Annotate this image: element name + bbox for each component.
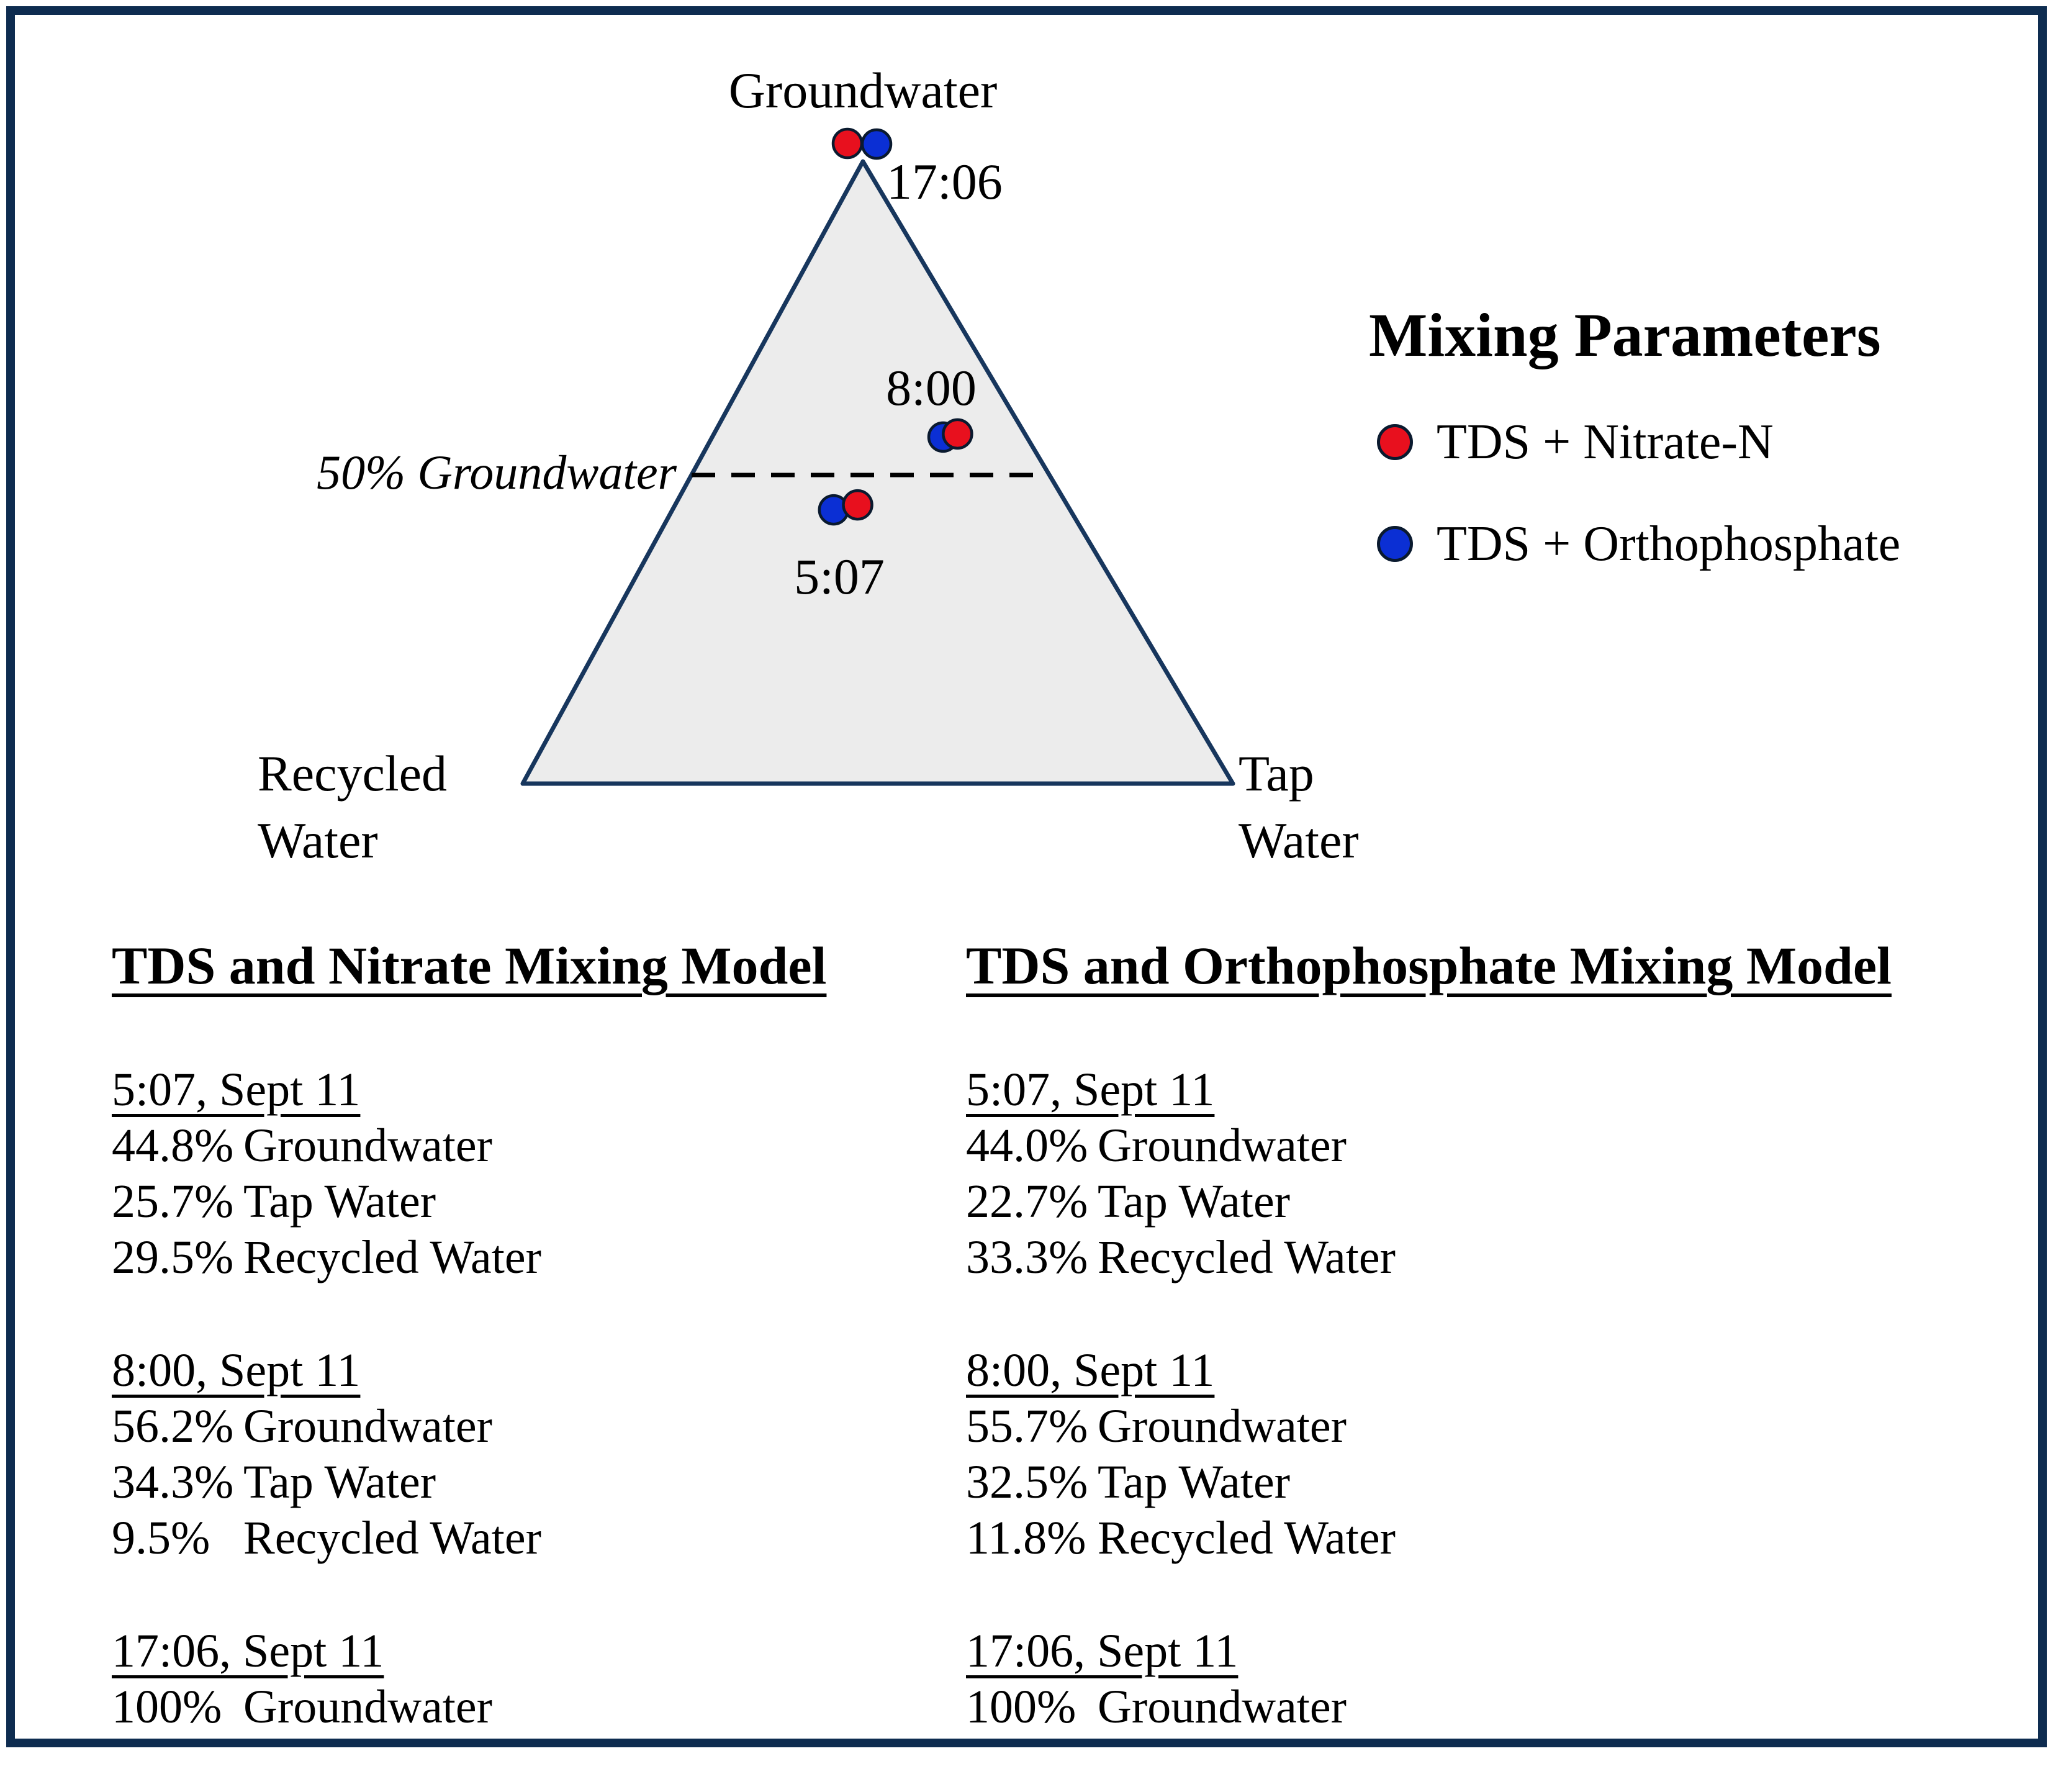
pct-value: 100% <box>112 1681 222 1733</box>
pct-value: 34.3% <box>112 1456 234 1508</box>
source-label: Groundwater <box>1098 1681 1347 1733</box>
entry-row: 11.8%Recycled Water <box>966 1510 1959 1566</box>
source-label: Recycled Water <box>243 1512 541 1564</box>
entry-time: 5:07, Sept 11 <box>112 1064 361 1116</box>
fifty-percent-groundwater-label: 50% Groundwater <box>317 445 677 499</box>
source-label: Tap Water <box>1098 1175 1291 1228</box>
figure-border <box>6 6 2047 1747</box>
entry-row: 56.2%Groundwater <box>112 1398 962 1454</box>
legend: TDS + Nitrate-N TDS + Orthophosphate <box>1377 405 1900 609</box>
entry-row: 9.5% Recycled Water <box>112 1510 962 1566</box>
model-title: TDS and Nitrate Mixing Model <box>112 936 827 995</box>
source-label: Groundwater <box>243 1400 492 1452</box>
pct-value: 56.2% <box>112 1400 234 1452</box>
pct-value: 100% <box>966 1681 1076 1733</box>
pct-value: 33.3% <box>966 1231 1088 1283</box>
entry-row: 33.3%Recycled Water <box>966 1229 1959 1285</box>
figure-root: { "colors": { "frame_border": "#0e2c50",… <box>6 6 2047 1747</box>
pct-value: 29.5% <box>112 1231 234 1283</box>
legend-item-label: TDS + Nitrate-N <box>1437 414 1774 469</box>
pct-value: 44.0% <box>966 1120 1088 1172</box>
legend-item-nitrate: TDS + Nitrate-N <box>1377 405 1900 479</box>
source-label: Recycled Water <box>1098 1231 1396 1283</box>
source-label: Groundwater <box>243 1120 492 1172</box>
entry-row: 22.7%Tap Water <box>966 1174 1959 1229</box>
entry-row: 44.0%Groundwater <box>966 1118 1959 1174</box>
sample-point-1706-nitrate <box>831 127 864 160</box>
pct-value: 44.8% <box>112 1120 234 1172</box>
sample-time-label-800: 8:00 <box>886 360 977 416</box>
entry-time: 8:00, Sept 11 <box>966 1344 1215 1396</box>
source-label: Groundwater <box>1098 1400 1347 1452</box>
pct-value: 22.7% <box>966 1175 1088 1228</box>
sample-point-800-nitrate <box>942 418 973 450</box>
sample-points-layer <box>818 127 973 526</box>
source-label: Tap Water <box>243 1456 436 1508</box>
ternary-triangle <box>520 159 1235 786</box>
entry-row: 100% Groundwater <box>966 1679 1959 1735</box>
orthophosphate-dot-icon <box>1377 526 1413 562</box>
legend-item-orthophosphate: TDS + Orthophosphate <box>1377 507 1900 581</box>
source-label: Groundwater <box>1098 1120 1347 1172</box>
entry-time: 5:07, Sept 11 <box>966 1064 1215 1116</box>
tap-water-vertex-label: Tap Water <box>1239 745 1359 869</box>
legend-item-label: TDS + Orthophosphate <box>1437 516 1901 571</box>
pct-value: 55.7% <box>966 1400 1088 1452</box>
sample-time-label-1706: 17:06 <box>887 153 1003 210</box>
orthophosphate-model-column: TDS and Orthophosphate Mixing Model 5:07… <box>966 931 1959 1792</box>
entry-row: 100% Groundwater <box>112 1679 962 1735</box>
legend-title: Mixing Parameters <box>1369 301 1881 369</box>
source-label: Recycled Water <box>243 1231 541 1283</box>
source-label: Tap Water <box>1098 1456 1291 1508</box>
pct-value: 25.7% <box>112 1175 234 1228</box>
sample-point-1706-ortho <box>860 128 893 160</box>
entry-row: 55.7%Groundwater <box>966 1398 1959 1454</box>
recycled-water-vertex-label: Recycled Water <box>258 745 448 869</box>
entry-row: 32.5%Tap Water <box>966 1454 1959 1510</box>
entry-row: 29.5%Recycled Water <box>112 1229 962 1285</box>
pct-value: 32.5% <box>966 1456 1088 1508</box>
nitrate-model-column: TDS and Nitrate Mixing Model 5:07, Sept … <box>112 931 962 1792</box>
entry-row: 34.3%Tap Water <box>112 1454 962 1510</box>
pct-value: 9.5% <box>112 1512 210 1564</box>
groundwater-vertex-label: Groundwater <box>728 62 998 119</box>
entry-time: 8:00, Sept 11 <box>112 1344 361 1396</box>
entry-row: 25.7%Tap Water <box>112 1174 962 1229</box>
entry-row: 44.8%Groundwater <box>112 1118 962 1174</box>
nitrate-dot-icon <box>1377 424 1413 460</box>
source-label: Groundwater <box>243 1681 492 1733</box>
source-label: Tap Water <box>243 1175 436 1228</box>
model-title: TDS and Orthophosphate Mixing Model <box>966 936 1892 995</box>
sample-point-507-nitrate <box>842 489 873 521</box>
source-label: Recycled Water <box>1098 1512 1396 1564</box>
entry-time: 17:06, Sept 11 <box>112 1625 384 1677</box>
entry-time: 17:06, Sept 11 <box>966 1625 1239 1677</box>
pct-value: 11.8% <box>966 1512 1086 1564</box>
sample-time-label-507: 5:07 <box>794 548 885 605</box>
ternary-diagram <box>520 127 1235 786</box>
